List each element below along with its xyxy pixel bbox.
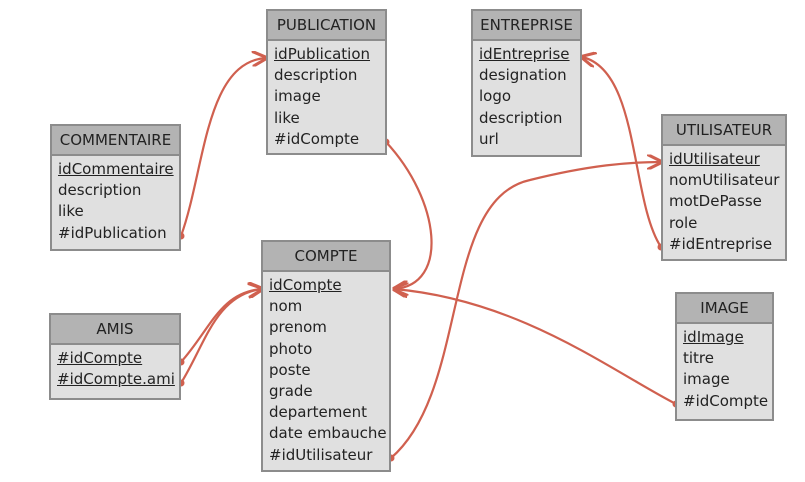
link-compte-utilisateur	[390, 162, 661, 459]
field: departement	[269, 403, 367, 422]
entity-title: AMIS	[51, 315, 179, 345]
entity-title: PUBLICATION	[268, 11, 385, 41]
field: date embauche	[269, 424, 387, 443]
link-publication-compte	[385, 141, 433, 289]
entity-utilisateur: UTILISATEUR idUtilisateur nomUtilisateur…	[661, 114, 787, 261]
field-primary-key: #idCompte.ami	[57, 370, 175, 389]
field: designation	[479, 66, 567, 85]
link-commentaire-publication	[179, 58, 266, 237]
field: prenom	[269, 318, 327, 337]
field: logo	[479, 87, 512, 106]
field-foreign-key: #idEntreprise	[669, 234, 773, 253]
field: url	[479, 129, 499, 148]
field: motDePasse	[669, 192, 762, 211]
field: like	[274, 108, 300, 127]
link-amis-compte-2	[180, 289, 262, 384]
field-foreign-key: #idPublication	[58, 223, 167, 242]
link-amis-compte-1	[180, 289, 262, 363]
field-primary-key: idCommentaire	[58, 160, 174, 178]
field-primary-key: idCompte	[269, 276, 342, 294]
entity-title: IMAGE	[677, 294, 772, 324]
field: description	[58, 181, 142, 200]
link-utilisateur-entreprise	[582, 57, 662, 248]
field: photo	[269, 339, 313, 358]
entity-amis: AMIS #idCompte #idCompte.ami	[49, 313, 181, 400]
entity-commentaire: COMMENTAIRE idCommentaire description li…	[50, 124, 181, 251]
field: role	[669, 213, 698, 232]
entity-compte: COMPTE idCompte nom prenom photo poste g…	[261, 240, 391, 472]
field: description	[274, 66, 358, 85]
field-foreign-key: #idCompte	[683, 391, 769, 410]
field: image	[683, 370, 730, 389]
field: image	[274, 87, 321, 106]
field-foreign-key: #idUtilisateur	[269, 445, 373, 464]
entity-image: IMAGE idImage titre image #idCompte	[675, 292, 774, 421]
field: nom	[269, 297, 303, 316]
field-primary-key: idPublication	[274, 45, 371, 63]
field-foreign-key: #idCompte	[274, 129, 360, 148]
field: description	[479, 108, 563, 127]
field-primary-key: idImage	[683, 328, 744, 346]
field: nomUtilisateur	[669, 171, 780, 190]
entity-title: COMPTE	[263, 242, 389, 272]
field: poste	[269, 360, 311, 379]
field: titre	[683, 349, 714, 368]
entity-title: UTILISATEUR	[663, 116, 785, 146]
field-primary-key: idUtilisateur	[669, 150, 760, 168]
field: grade	[269, 382, 313, 401]
field: like	[58, 202, 84, 221]
entity-title: ENTREPRISE	[473, 11, 580, 41]
field-primary-key: idEntreprise	[479, 45, 570, 63]
link-image-compte	[394, 289, 677, 405]
entity-entreprise: ENTREPRISE idEntreprise designation logo…	[471, 9, 582, 157]
entity-publication: PUBLICATION idPublication description im…	[266, 9, 387, 155]
entity-title: COMMENTAIRE	[52, 126, 179, 156]
field-primary-key: #idCompte	[57, 349, 143, 367]
